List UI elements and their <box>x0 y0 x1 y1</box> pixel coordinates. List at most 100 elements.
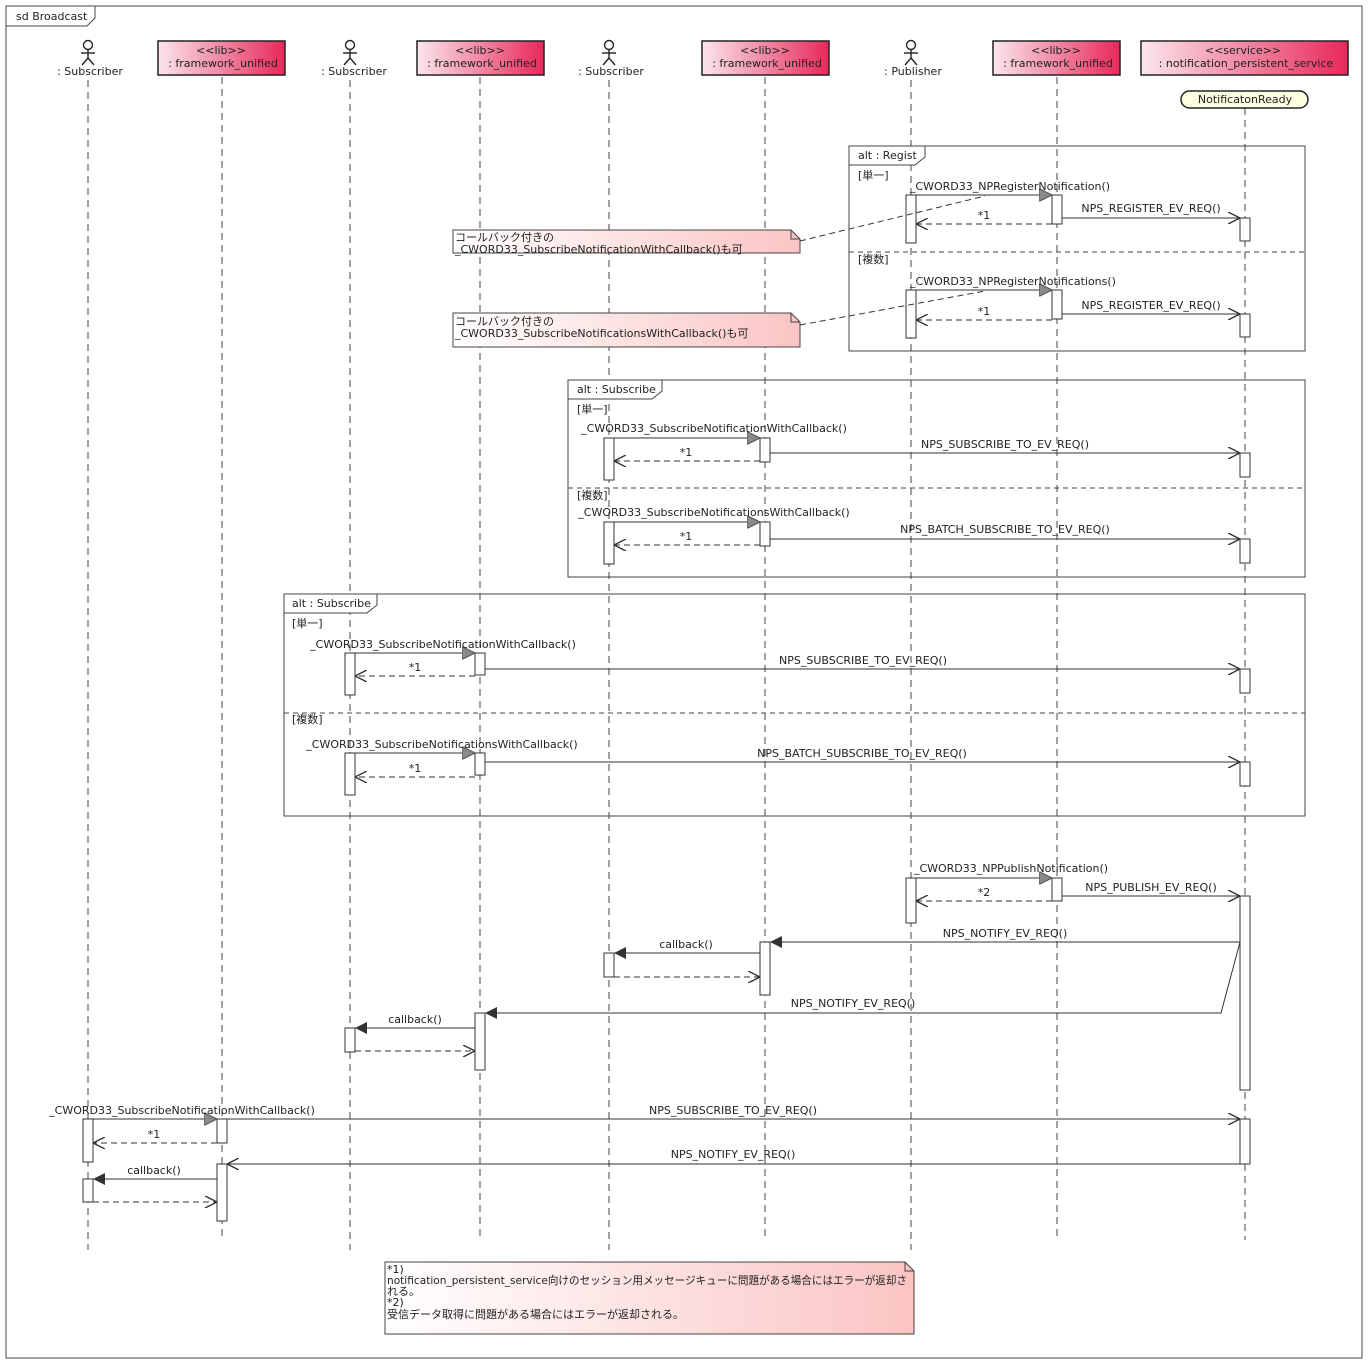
message-label: NPS_NOTIFY_EV_REQ() <box>791 997 916 1010</box>
note-line: コールバック付きの <box>455 315 554 328</box>
message-label: NPS_REGISTER_EV_REQ() <box>1081 202 1220 215</box>
return-label: *1 <box>680 530 693 543</box>
actor-stick-figure-icon <box>602 39 616 66</box>
participant-name: : notification_persistent_service <box>1159 57 1334 70</box>
message-label: NPS_SUBSCRIBE_TO_EV_REQ() <box>921 438 1089 451</box>
actor-name: : Publisher <box>884 65 942 78</box>
note-callback-single: コールバック付きの _CWORD33_SubscribeNotification… <box>452 195 986 256</box>
participant-box <box>1140 40 1349 76</box>
activation-bar <box>1239 761 1251 787</box>
message-label: NPS_SUBSCRIBE_TO_EV_REQ() <box>649 1104 817 1117</box>
activation-bar <box>474 752 486 776</box>
message-label: NPS_BATCH_SUBSCRIBE_TO_EV_REQ() <box>900 523 1110 536</box>
participant-framework-unified-3: <<lib>> : framework_unified <box>701 40 830 76</box>
participant-name: : framework_unified <box>712 57 822 70</box>
actor-stick-figure-icon <box>904 39 918 66</box>
diagram-frame-label: sd Broadcast <box>16 10 88 23</box>
note-line: *2) <box>387 1296 404 1309</box>
message-label: _CWORD33_SubscribeNotificationsWithCallb… <box>577 506 849 519</box>
fragment-tab <box>567 379 663 400</box>
activation-bar <box>474 1012 486 1071</box>
actor-subscriber-3: : Subscriber <box>578 39 644 78</box>
actor-name: : Subscriber <box>321 65 387 78</box>
note-line: 受信データ取得に問題がある場合にはエラーが返却される。 <box>387 1307 684 1321</box>
activation-bar <box>603 952 615 978</box>
note-connector <box>799 195 986 242</box>
message-label: callback() <box>659 938 713 951</box>
note-line: *1) <box>387 1263 404 1276</box>
message-label: _CWORD33_NPRegisterNotifications() <box>909 275 1116 288</box>
activation-bar <box>474 652 486 676</box>
message-label: NPS_REGISTER_EV_REQ() <box>1081 299 1220 312</box>
message-label: _CWORD33_SubscribeNotificationsWithCallb… <box>305 738 577 751</box>
fragment-alt-regist: alt : Regist [単一] [複数] <box>848 145 1306 352</box>
participant-stereotype: <<lib>> <box>1031 44 1081 57</box>
return-label: *1 <box>978 305 991 318</box>
state-box <box>1180 90 1309 109</box>
note-line: _CWORD33_SubscribeNotificationWithCallba… <box>454 243 743 256</box>
note-box <box>452 229 801 254</box>
message-label: NPS_PUBLISH_EV_REQ() <box>1085 881 1217 894</box>
fragment-guard: [複数] <box>577 488 608 502</box>
fragment-frame <box>567 379 1306 578</box>
activation-bar <box>759 437 771 463</box>
activation-bar <box>1051 877 1063 902</box>
note-box <box>452 312 801 348</box>
activation-bar <box>1239 217 1251 242</box>
participant-box <box>701 40 830 76</box>
message-label: _CWORD33_SubscribeNotificationWithCallba… <box>48 1104 315 1117</box>
activation-bar <box>1239 452 1251 478</box>
activation-bar <box>603 437 615 481</box>
note-line: notification_persistent_service向けのセッション用… <box>387 1273 907 1287</box>
fragment-tab <box>848 145 926 166</box>
activation-bar <box>905 289 917 339</box>
activation-bar <box>1239 668 1251 694</box>
participant-box <box>157 40 286 76</box>
note-box <box>384 1261 915 1335</box>
fragment-title: alt : Regist <box>858 149 917 162</box>
actor-publisher: : Publisher <box>884 39 942 78</box>
note-line: れる。 <box>387 1285 420 1298</box>
message-label: NPS_NOTIFY_EV_REQ() <box>671 1148 796 1161</box>
participant-name: : framework_unified <box>168 57 278 70</box>
participant-notification-persistent-service: <<service>> : notification_persistent_se… <box>1140 40 1349 76</box>
message-label: _CWORD33_NPRegisterNotification() <box>909 180 1110 193</box>
activation-bar <box>344 1027 356 1053</box>
fragment-guard: [複数] <box>292 712 323 726</box>
message-label: callback() <box>388 1013 442 1026</box>
return-label: *1 <box>148 1128 161 1141</box>
message-label: _CWORD33_SubscribeNotificationWithCallba… <box>580 422 847 435</box>
state-label: NotificatonReady <box>1198 93 1293 106</box>
participant-box <box>416 40 545 76</box>
message-label: NPS_NOTIFY_EV_REQ() <box>943 927 1068 940</box>
return-label: *1 <box>978 209 991 222</box>
activation-bar <box>905 194 917 244</box>
activation-bar <box>1051 289 1063 320</box>
activation-bar <box>344 752 356 796</box>
fragment-frame <box>283 593 1306 817</box>
fragment-title: alt : Subscribe <box>577 383 656 396</box>
note-line: コールバック付きの <box>455 231 554 244</box>
diagram-frame <box>5 5 1363 1359</box>
message-label: _CWORD33_SubscribeNotificationWithCallba… <box>309 638 576 651</box>
participant-name: : framework_unified <box>427 57 537 70</box>
note-line: _CWORD33_SubscribeNotificationsWithCallb… <box>454 327 748 340</box>
message-arrow <box>485 941 1241 1019</box>
participant-framework-unified-1: <<lib>> : framework_unified <box>157 40 286 76</box>
participant-stereotype: <<service>> <box>1205 44 1281 57</box>
fragment-alt-subscribe-2: alt : Subscribe [単一] [複数] <box>283 593 1306 817</box>
activation-bar <box>216 1118 228 1144</box>
fragment-guard: [単一] <box>858 168 889 182</box>
participant-stereotype: <<lib>> <box>740 44 790 57</box>
activation-bar <box>82 1118 94 1163</box>
fragment-frame <box>848 145 1306 352</box>
fragment-guard: [単一] <box>292 616 323 630</box>
note-footnote: *1) notification_persistent_service向けのセッ… <box>384 1261 915 1335</box>
activation-bar <box>603 521 615 565</box>
activation-bar <box>1239 1118 1251 1165</box>
actor-stick-figure-icon <box>81 39 95 66</box>
activation-bar <box>344 652 356 696</box>
actor-stick-figure-icon <box>343 39 357 66</box>
fragment-guard: [複数] <box>858 252 889 266</box>
